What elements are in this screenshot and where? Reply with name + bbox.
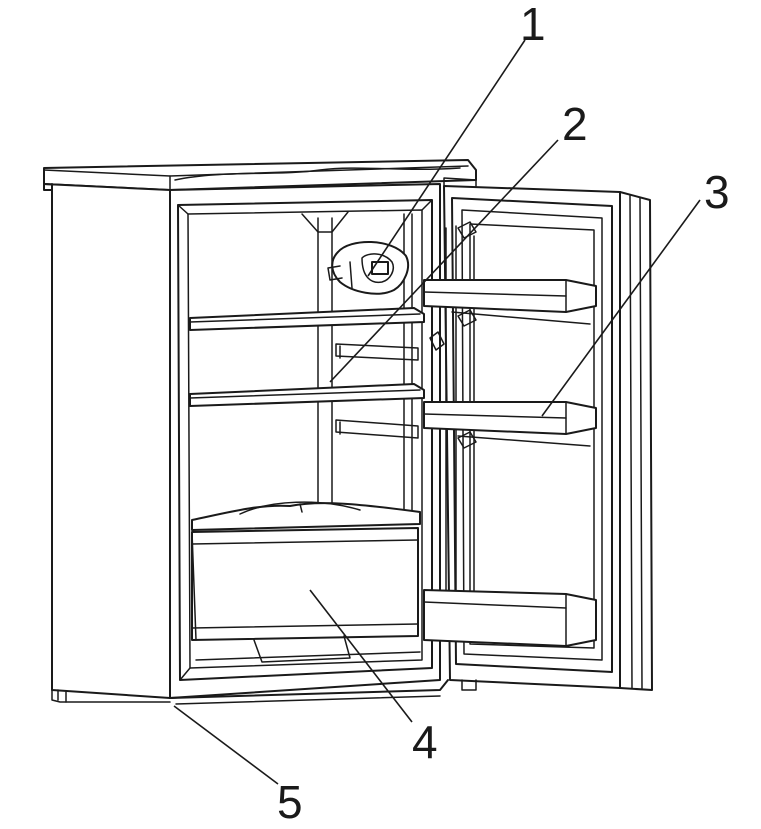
leader-5 [173,705,279,785]
leader-2 [329,139,559,383]
leader-1 [367,39,526,277]
callout-1: 1 [520,0,546,50]
interior [189,211,425,663]
leader-lines [173,39,701,785]
callout-3: 3 [704,166,730,218]
callout-5: 5 [277,776,303,828]
fridge-door [423,177,653,691]
callout-4: 4 [412,716,438,768]
callout-2: 2 [562,98,588,150]
leader-4 [309,589,413,723]
callout-labels: 1 2 3 4 5 [277,0,730,828]
leader-3 [541,199,701,417]
